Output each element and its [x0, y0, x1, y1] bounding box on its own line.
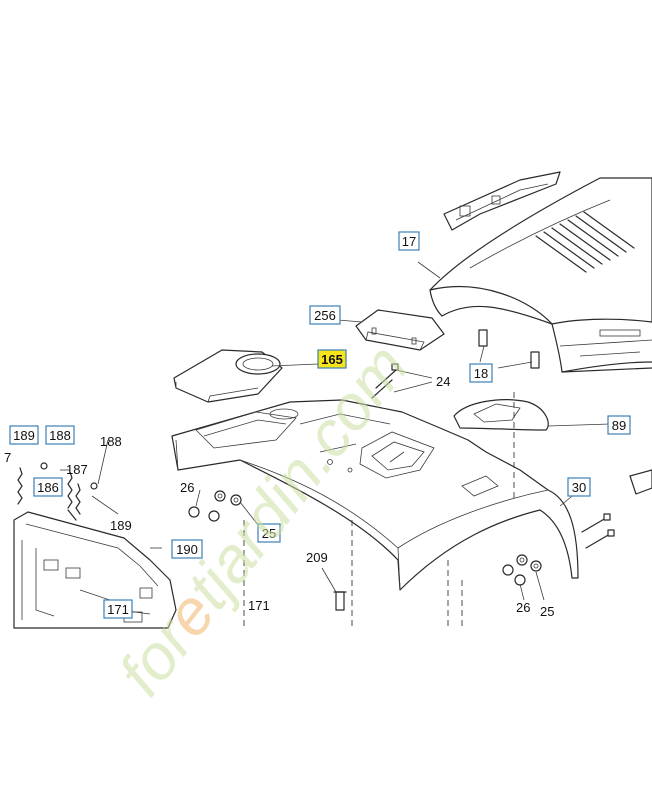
- washers-nuts-right: [502, 554, 542, 586]
- svg-text:256: 256: [314, 308, 336, 323]
- svg-text:7: 7: [4, 450, 11, 465]
- svg-text:30: 30: [572, 480, 586, 495]
- callout-188-plain: 188: [100, 434, 122, 449]
- callout-17: 17: [398, 231, 420, 251]
- headlight-strip: [443, 171, 561, 231]
- callout-209: 209: [306, 550, 328, 565]
- callout-189-top: 189: [9, 425, 39, 445]
- callout-256: 256: [309, 305, 341, 325]
- callout-186: 186: [33, 477, 63, 497]
- svg-text:187: 187: [66, 462, 88, 477]
- bolts-part: [371, 363, 399, 399]
- callout-26-right: 26: [516, 600, 530, 615]
- svg-text:189: 189: [13, 428, 35, 443]
- svg-text:209: 209: [306, 550, 328, 565]
- svg-text:26: 26: [516, 600, 530, 615]
- callout-171-boxed: 171: [103, 599, 133, 619]
- svg-text:171: 171: [107, 602, 129, 617]
- svg-text:24: 24: [436, 374, 450, 389]
- cover-plate-part: [355, 309, 445, 351]
- hood-pin-parts: [478, 329, 540, 369]
- svg-text:190: 190: [176, 542, 198, 557]
- callout-25-left: 25: [257, 523, 281, 543]
- svg-text:165: 165: [321, 352, 343, 367]
- seat-plate-part: [173, 349, 283, 403]
- callout-187: 187: [66, 462, 88, 477]
- callout-7: 7: [4, 450, 11, 465]
- callout-25-right: 25: [540, 604, 554, 619]
- callout-24: 24: [436, 374, 450, 389]
- svg-text:189: 189: [110, 518, 132, 533]
- svg-text:188: 188: [49, 428, 71, 443]
- bolts-right: [581, 513, 615, 549]
- callout-189-bottom: 189: [110, 518, 132, 533]
- rear-fender-body-part: [171, 399, 579, 591]
- callout-190: 190: [171, 539, 203, 559]
- spring-parts: [17, 462, 98, 521]
- svg-text:89: 89: [612, 418, 626, 433]
- hood-vents: [535, 211, 635, 273]
- svg-text:188: 188: [100, 434, 122, 449]
- callout-89: 89: [607, 415, 631, 435]
- svg-text:25: 25: [262, 526, 276, 541]
- callout-188-boxed: 188: [45, 425, 75, 445]
- callout-30: 30: [567, 477, 591, 497]
- hood-part: [429, 171, 652, 373]
- svg-text:171: 171: [248, 598, 270, 613]
- callout-171-plain: 171: [248, 598, 270, 613]
- svg-text:17: 17: [402, 234, 416, 249]
- svg-text:25: 25: [540, 604, 554, 619]
- assembly-guide-lines: [243, 392, 515, 628]
- svg-text:186: 186: [37, 480, 59, 495]
- callout-165-highlighted: 165: [317, 349, 347, 369]
- callout-18: 18: [469, 363, 493, 383]
- leader-lines: [60, 261, 611, 601]
- washers-nuts-left: [188, 490, 242, 522]
- callout-26-left: 26: [180, 480, 194, 495]
- bolt-209-part: [333, 591, 347, 611]
- svg-text:26: 26: [180, 480, 194, 495]
- edge-fragment: [629, 469, 652, 495]
- console-cover-part: [453, 399, 549, 431]
- svg-text:18: 18: [474, 366, 488, 381]
